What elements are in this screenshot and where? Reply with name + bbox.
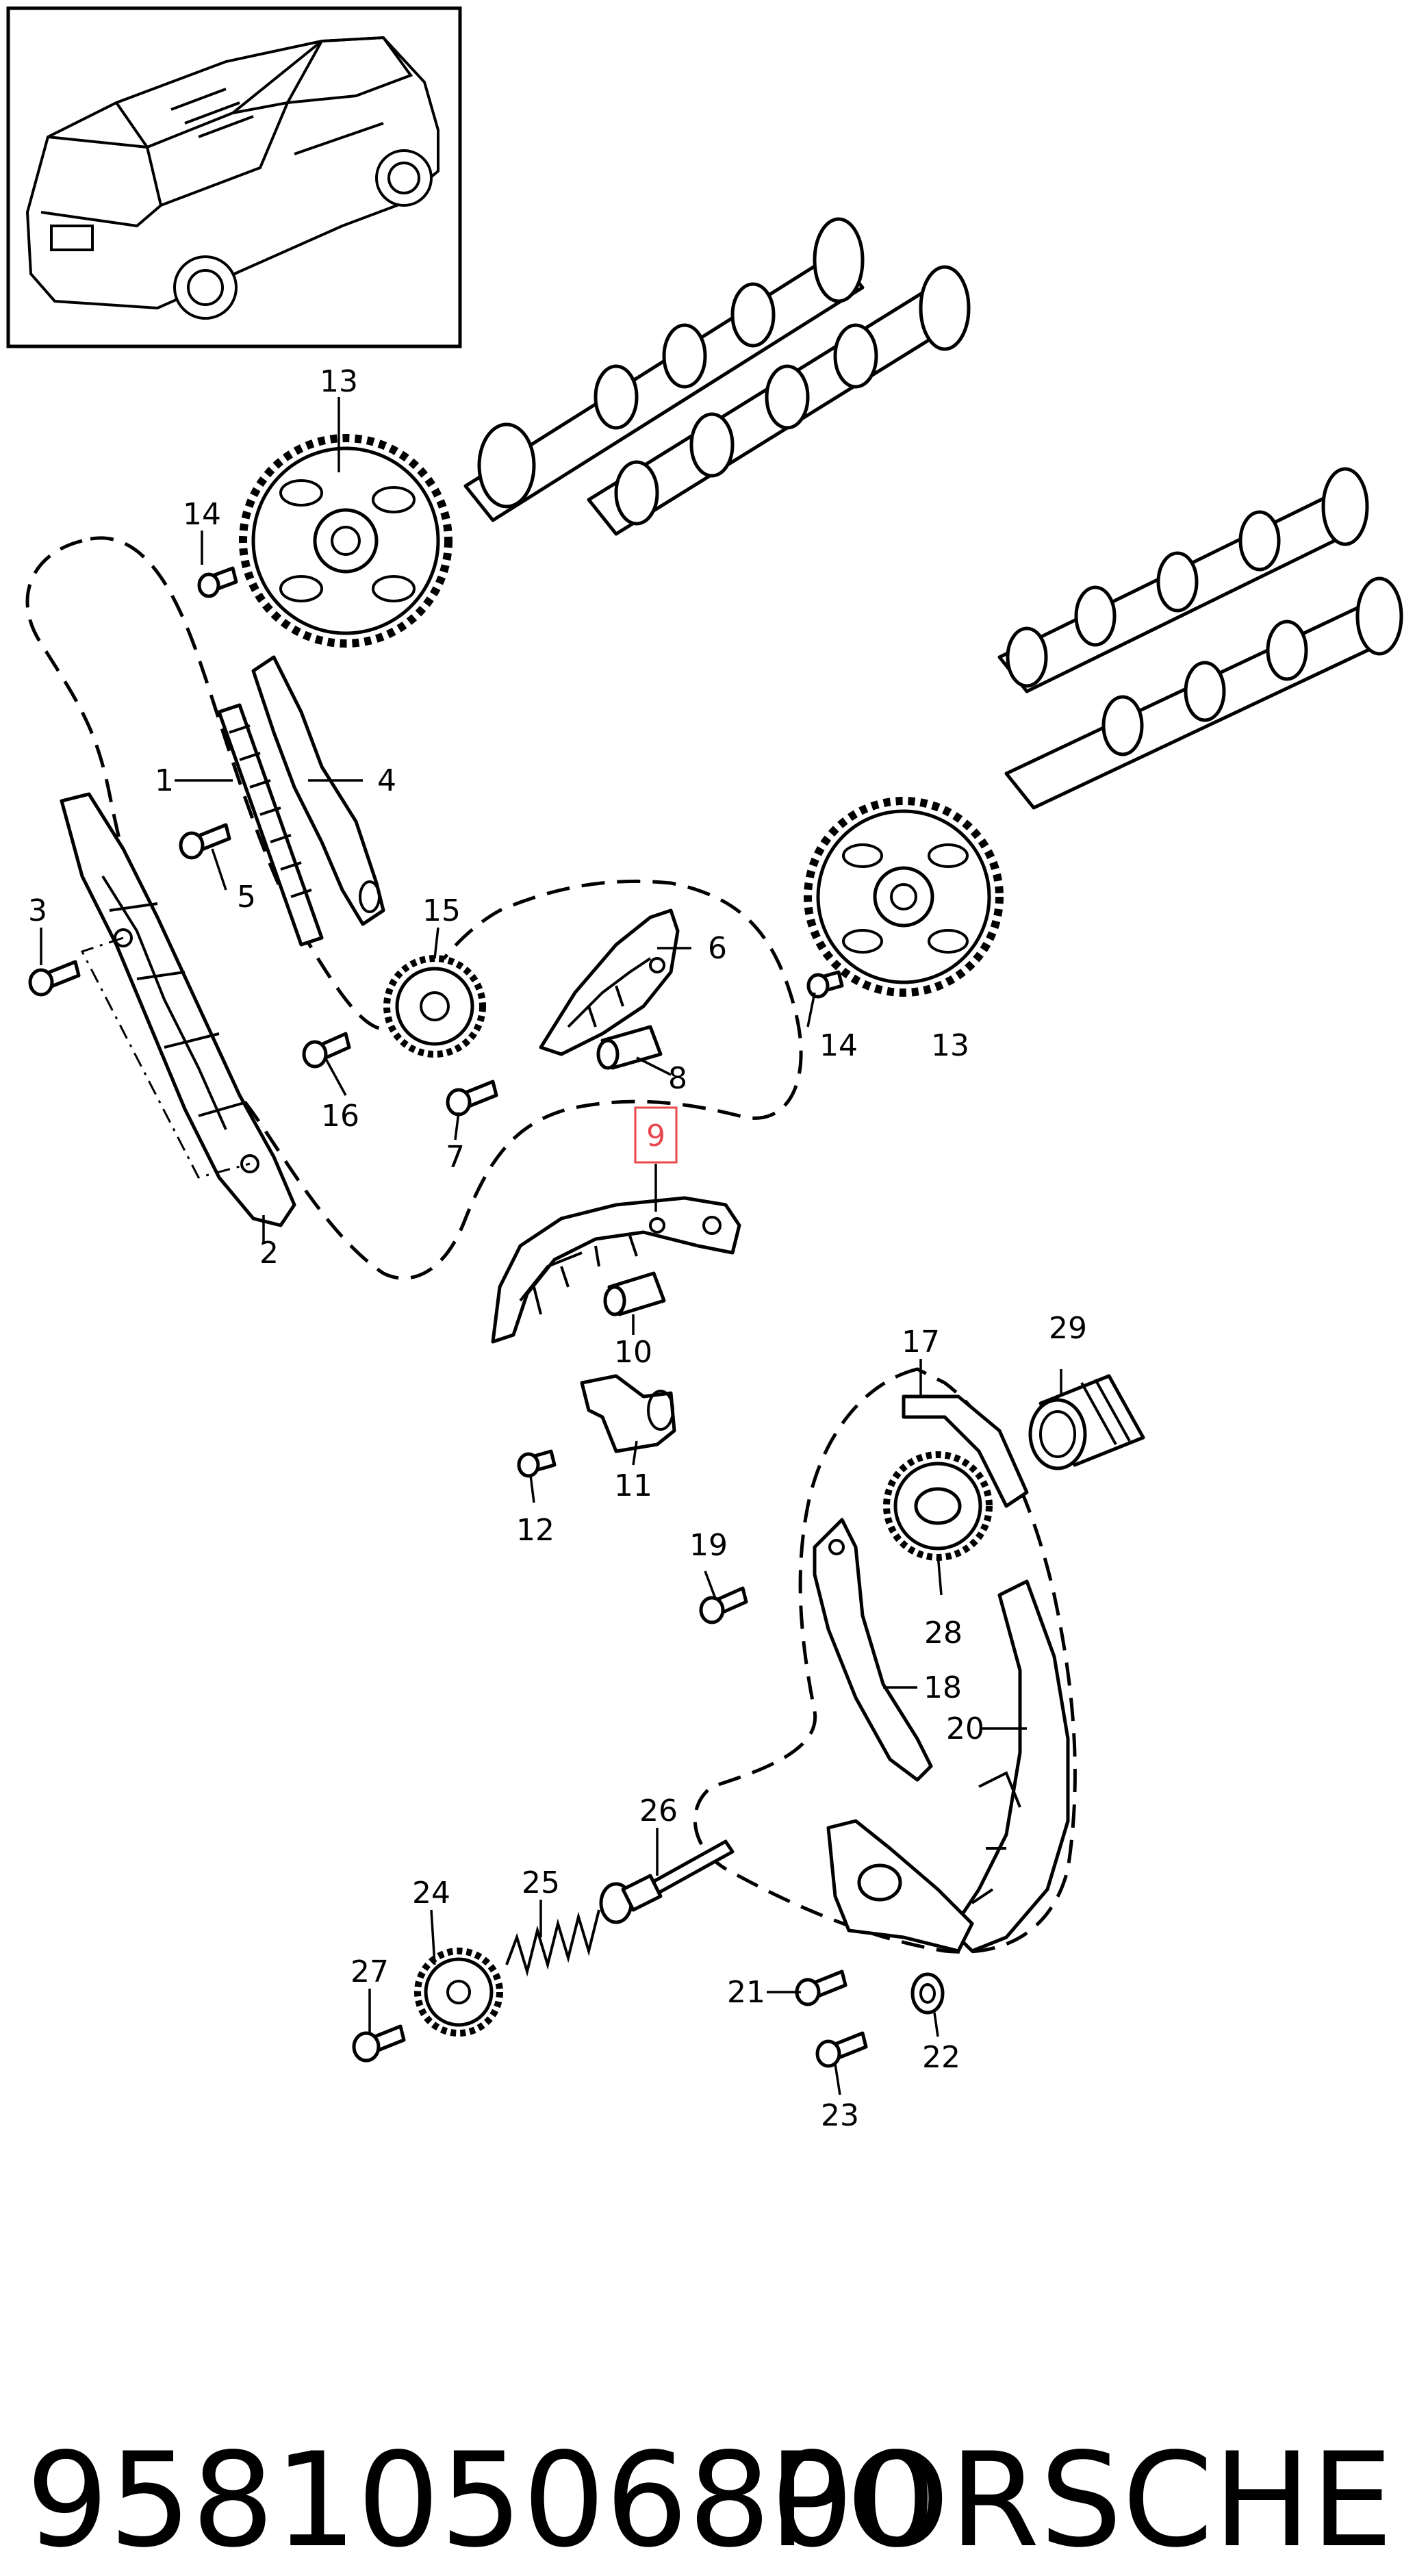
callout-21[interactable]: 21: [727, 1975, 765, 2010]
tensioner-plunger-26[interactable]: [599, 1839, 735, 1924]
tensioner-spring-25: [505, 1909, 600, 1977]
timing-chain-lower-path: [693, 1367, 1077, 1954]
callout-15[interactable]: 15: [422, 893, 461, 928]
bolt-12[interactable]: [517, 1449, 557, 1478]
callout-9: 9: [646, 1119, 665, 1153]
callout-9-highlighted[interactable]: 9: [634, 1106, 678, 1164]
vehicle-thumbnail[interactable]: [6, 6, 462, 348]
callout-24[interactable]: 24: [412, 1876, 450, 1911]
guide-rail-18[interactable]: [813, 1518, 933, 1782]
bolt-14-upper[interactable]: [197, 566, 238, 598]
callout-leader-lines: [40, 397, 1062, 2095]
camshaft-upper-left[interactable]: [463, 217, 971, 536]
tensioner-rail-20[interactable]: [949, 1579, 1070, 1953]
cam-drive-gear-icon: [813, 217, 971, 351]
callout-11[interactable]: 11: [614, 1468, 652, 1503]
tensioner-rail-2[interactable]: [60, 792, 296, 1227]
callout-18[interactable]: 18: [923, 1670, 962, 1705]
callout-13-upper[interactable]: 13: [320, 364, 358, 399]
chain-link-segment[interactable]: [217, 703, 324, 947]
camshaft-sprocket-right[interactable]: [804, 797, 1004, 997]
callout-28[interactable]: 28: [924, 1616, 963, 1650]
intermediate-sprocket-small[interactable]: [383, 955, 486, 1058]
callout-20[interactable]: 20: [946, 1711, 984, 1746]
callout-3[interactable]: 3: [28, 893, 47, 928]
camshaft-right[interactable]: [997, 467, 1403, 810]
callout-12[interactable]: 12: [516, 1513, 554, 1548]
callout-5[interactable]: 5: [237, 880, 256, 915]
bushing-29[interactable]: [1028, 1374, 1145, 1470]
bolt-27[interactable]: [352, 2024, 406, 2063]
bolt-7[interactable]: [446, 1080, 498, 1117]
guide-rail-4[interactable]: [251, 655, 385, 926]
callout-16[interactable]: 16: [321, 1099, 359, 1134]
crankshaft-sprocket-28[interactable]: [883, 1451, 993, 1561]
callout-26[interactable]: 26: [639, 1794, 678, 1828]
oil-pump-sprocket-24[interactable]: [414, 1948, 503, 2037]
callout-17[interactable]: 17: [902, 1325, 940, 1360]
bracket-11[interactable]: [580, 1374, 676, 1453]
callout-8[interactable]: 8: [668, 1061, 687, 1096]
sleeve-22[interactable]: [910, 1972, 945, 2015]
bolt-23[interactable]: [815, 2031, 868, 2068]
bolt-3[interactable]: [28, 960, 81, 997]
callout-1[interactable]: 1: [155, 763, 174, 798]
callout-29[interactable]: 29: [1049, 1311, 1087, 1346]
bolt-14-right[interactable]: [806, 970, 844, 999]
callout-13-right[interactable]: 13: [931, 1028, 969, 1063]
bolt-16[interactable]: [302, 1032, 351, 1069]
callout-19[interactable]: 19: [689, 1528, 728, 1563]
callout-22[interactable]: 22: [922, 2040, 960, 2075]
callout-14-upper[interactable]: 14: [183, 497, 221, 532]
callout-10[interactable]: 10: [614, 1335, 652, 1370]
camshaft-sprocket-upper[interactable]: [239, 434, 452, 648]
guide-pin-8[interactable]: [596, 1025, 663, 1070]
callout-7[interactable]: 7: [446, 1140, 465, 1175]
chain-tensioner-housing[interactable]: [826, 1819, 974, 1953]
callout-numbers: 13 14 1 4 5 3 15 6 14 13 8 16 7 2 10 17 …: [28, 364, 1087, 2133]
brand-name: PORSCHE: [769, 2425, 1393, 2576]
guide-rail-6[interactable]: [539, 908, 680, 1056]
callout-27[interactable]: 27: [350, 1954, 389, 1989]
callout-25[interactable]: 25: [522, 1865, 560, 1900]
bolt-19[interactable]: [699, 1586, 748, 1624]
part-number: 95810506800: [26, 2425, 936, 2576]
tensioner-rail-9[interactable]: [491, 1196, 741, 1344]
chain-segment-17[interactable]: [902, 1394, 1029, 1508]
callout-23[interactable]: 23: [821, 2098, 859, 2133]
bolt-21[interactable]: [795, 1969, 847, 2006]
suv-illustration-icon: [25, 36, 439, 320]
guide-pin-10[interactable]: [603, 1271, 666, 1316]
callout-6[interactable]: 6: [708, 931, 727, 966]
callout-14-right[interactable]: 14: [819, 1028, 858, 1063]
cam-drive-gear-icon: [1321, 467, 1403, 656]
callout-4[interactable]: 4: [377, 763, 396, 798]
bolt-5[interactable]: [179, 823, 231, 860]
callout-2[interactable]: 2: [259, 1236, 279, 1271]
